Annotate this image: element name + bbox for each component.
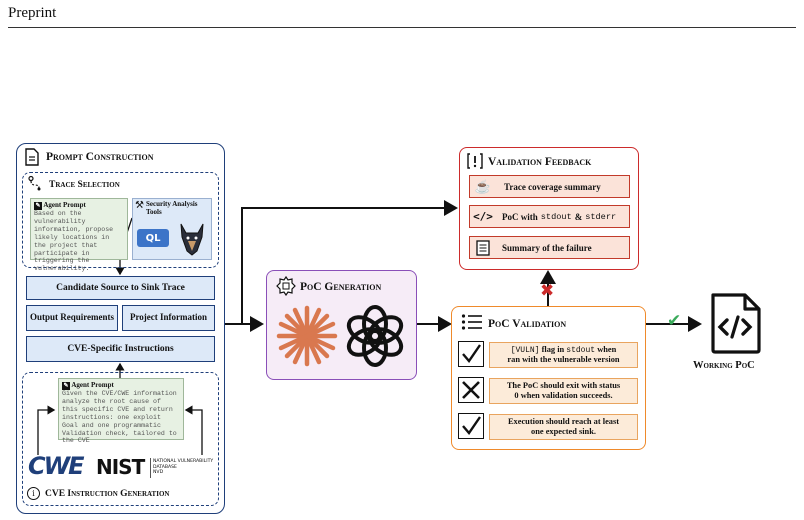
trace-selection-title: Trace Selection — [49, 180, 120, 190]
cve-agent-prompt-label: Agent Prompt — [71, 381, 114, 389]
openai-logo-icon — [343, 304, 407, 368]
cve-generation-title: CVE Instruction Generation — [45, 489, 170, 499]
code-icon: </> — [473, 210, 493, 223]
cve-agent-prompt-text: Given the CVE/CWE information analyze th… — [62, 390, 177, 445]
prompt-construction-panel — [16, 143, 225, 514]
pencil-icon: ✎ — [34, 202, 42, 210]
output-requirements-block: Output Requirements — [26, 305, 118, 331]
cve-generation-panel — [22, 372, 219, 506]
pencil-icon: ✎ — [62, 382, 70, 390]
validation-feedback-title: Validation Feedback — [488, 156, 592, 168]
codeql-logo: QL — [137, 229, 169, 247]
poc-validation-panel — [451, 306, 646, 450]
nvd-text: NATIONAL VULNERABILITY DATABASE NVD — [153, 459, 214, 475]
document-icon — [22, 147, 42, 167]
cross-box-icon — [458, 377, 484, 403]
claude-logo-icon — [274, 303, 340, 369]
page-header: Preprint — [8, 5, 57, 21]
check-icon — [458, 413, 484, 439]
security-tools-panel: ⚒ Security Analysis Tools QL — [132, 198, 212, 260]
trace-agent-prompt-label: Agent Prompt — [43, 201, 86, 209]
check-icon — [458, 341, 484, 367]
fail-x-icon: ✖ — [540, 281, 555, 301]
validation-item-sink: Execution should reach at least one expe… — [489, 414, 638, 440]
tools-icon: ⚒ — [135, 200, 144, 211]
security-tools-label: Security Analysis Tools — [145, 200, 198, 216]
alert-icon — [466, 152, 484, 170]
validation-feedback-panel — [459, 147, 639, 270]
route-icon — [27, 175, 43, 191]
checklist-icon — [461, 313, 483, 331]
trace-agent-prompt-note: ✎ Agent Prompt Based on the vulnerabilit… — [30, 198, 128, 272]
poc-generation-title: PoC Generation — [300, 281, 382, 293]
poc-validation-title: PoC Validation — [488, 318, 567, 330]
logo-divider — [150, 458, 151, 478]
feedback-item-coverage: ☕ Trace coverage summary — [469, 175, 630, 198]
feedback-item-output: </> PoC with stdout & stderr — [469, 205, 630, 228]
code-file-icon — [707, 292, 763, 354]
cve-specific-block: CVE-Specific Instructions — [26, 336, 215, 362]
validation-item-exit-status: The PoC should exit with status 0 when v… — [489, 378, 638, 404]
cve-agent-prompt-note: ✎ Agent Prompt Given the CVE/CWE informa… — [58, 378, 184, 444]
project-information-block: Project Information — [122, 305, 215, 331]
header-rule — [8, 27, 796, 28]
nist-logo: NIST — [96, 455, 145, 479]
trace-selection-panel — [22, 172, 219, 268]
candidate-trace-block: Candidate Source to Sink Trace — [26, 276, 215, 300]
success-check-icon: ✔ — [667, 311, 682, 331]
info-icon: i — [27, 487, 40, 500]
cwe-logo: CWE — [28, 452, 85, 480]
feedback-item-summary: Summary of the failure — [469, 236, 630, 259]
prompt-construction-title: Prompt Construction — [46, 151, 154, 163]
working-poc-label: Working PoC — [693, 360, 755, 371]
gear-icon — [276, 275, 296, 297]
validation-item-vuln-flag: [VULN] flag in stdout when ran with the … — [489, 342, 638, 368]
trace-agent-prompt-text: Based on the vulnerability information, … — [34, 210, 114, 273]
dog-icon — [175, 221, 209, 257]
java-icon: ☕ — [474, 178, 492, 194]
list-doc-icon — [470, 239, 496, 256]
